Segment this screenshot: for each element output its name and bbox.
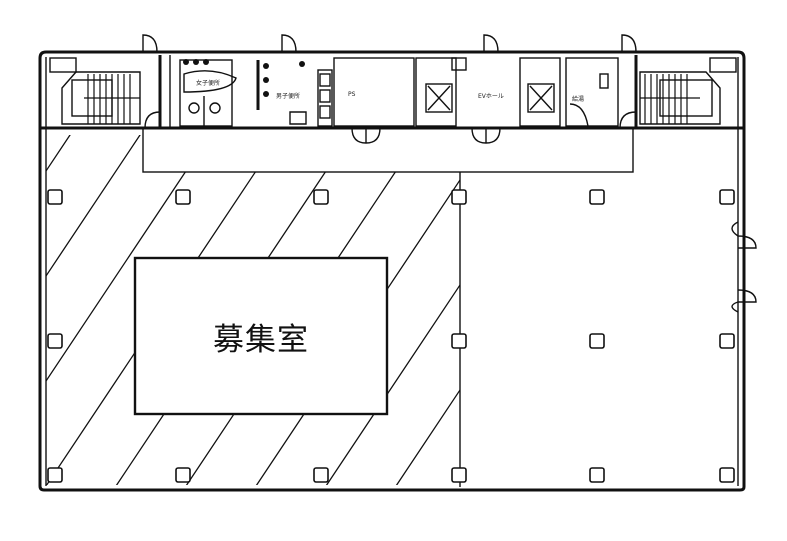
right-stairs: [619, 34, 737, 129]
elevator-hall-door: [471, 127, 501, 144]
pipe-space-label: PS: [348, 91, 356, 98]
storage-room: [333, 57, 415, 127]
mens-wc-label: 男子便所: [276, 93, 301, 100]
available-room: [133, 256, 389, 416]
corridor: [142, 127, 634, 173]
elevator-2: [527, 83, 555, 113]
womens-toilet: [179, 34, 297, 127]
elevator-1: [425, 83, 453, 113]
utility-label: 給湯: [572, 96, 585, 103]
left-stairs: [49, 34, 171, 129]
right-entrance-doors: [731, 221, 757, 313]
elevator-core: [415, 34, 561, 144]
utility-room: [565, 57, 619, 127]
available-room-label: 募集室: [213, 321, 309, 358]
columns: [47, 189, 735, 483]
mens-toilet: [256, 60, 333, 127]
womens-wc-label: 女子便所: [196, 80, 221, 87]
storage-door: [351, 127, 381, 144]
elevator-hall-label: EVホール: [478, 93, 504, 100]
